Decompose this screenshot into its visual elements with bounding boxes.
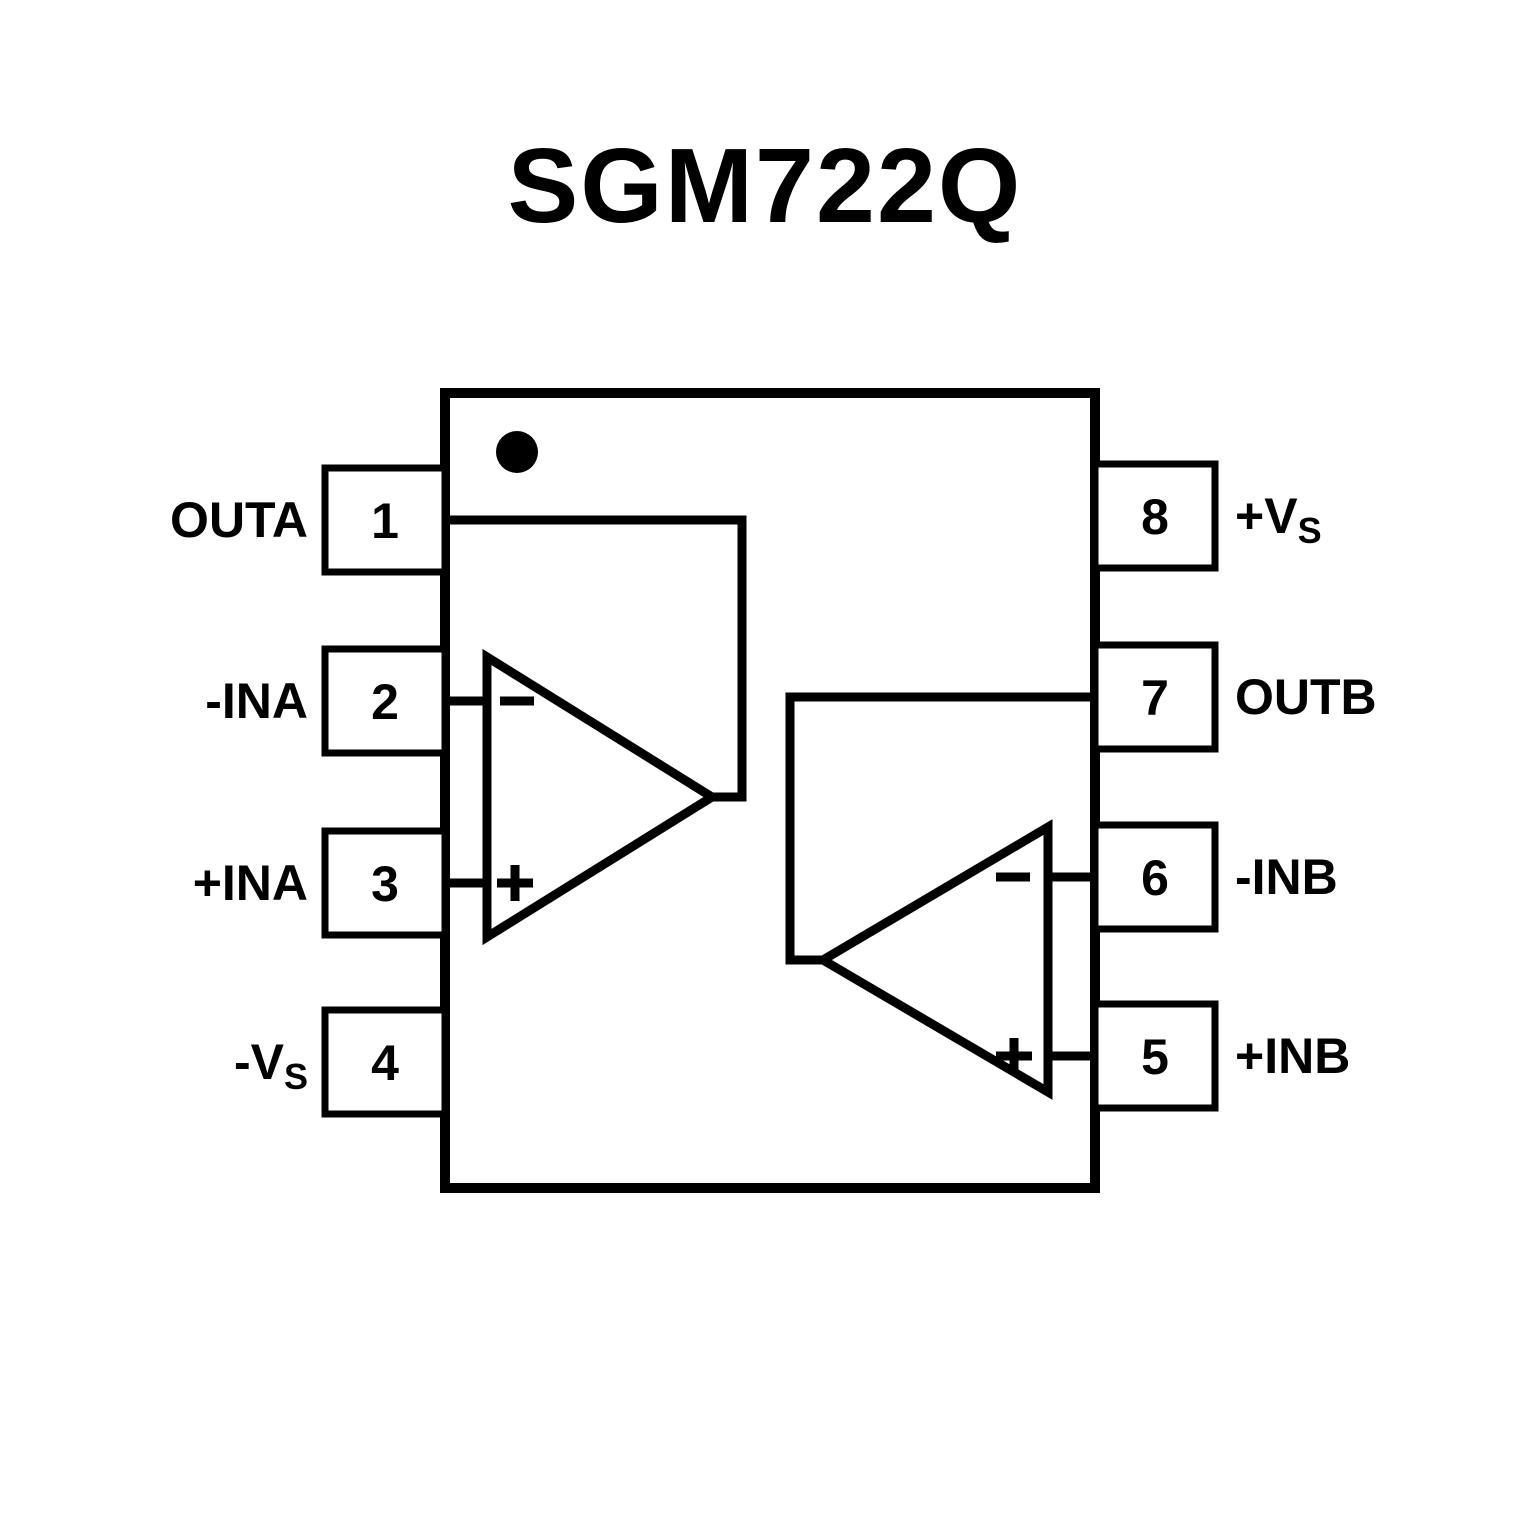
pin-1-number: 1 [371,493,399,549]
pin-3-number: 3 [371,856,399,912]
pin-6-label: -INB [1235,849,1338,905]
pin-8-label: +VS [1235,488,1322,551]
pin-7-label: OUTB [1235,669,1377,725]
pin-1-label: OUTA [170,492,308,548]
pin-4-number: 4 [371,1035,399,1091]
pin-6-box [1091,821,1219,933]
pin-8: 8 +VS [1091,460,1322,572]
pin-3: 3 +INA [193,827,449,939]
opamp-b-output-wire [785,692,1095,965]
pin-2-box [321,645,449,757]
opamp-a-output-wire [445,515,747,802]
pin-8-number: 8 [1141,489,1169,545]
pin-5-box [1091,1000,1219,1112]
pin-7-box [1091,641,1219,753]
page-title: SGM722Q [508,127,1023,245]
opamp-b-triangle [814,819,1053,1100]
opamp-a-plus-icon [497,865,533,901]
pin-6-number: 6 [1141,850,1169,906]
pin-3-box [321,827,449,939]
pin-4-box [321,1006,449,1118]
pin-7-number: 7 [1141,670,1169,726]
pin-2: 2 -INA [205,645,449,757]
opamp-a-triangle [482,648,721,946]
pin-4-label: -VS [234,1034,308,1097]
pin-1-box [321,464,449,576]
pin-5: 5 +INB [1091,1000,1350,1112]
pin-5-number: 5 [1141,1029,1169,1085]
pin-5-label: +INB [1235,1028,1350,1084]
pin-1: 1 OUTA [170,464,449,576]
pin-4: 4 -VS [234,1006,449,1118]
pin1-indicator-dot-icon [496,431,538,473]
opamp-b-plus-icon [996,1038,1032,1074]
pin-2-number: 2 [371,674,399,730]
pin-8-box [1091,460,1219,572]
pin-7: 7 OUTB [1091,641,1377,753]
pin-6: 6 -INB [1091,821,1338,933]
pin-2-label: -INA [205,673,308,729]
pin-3-label: +INA [193,855,308,911]
